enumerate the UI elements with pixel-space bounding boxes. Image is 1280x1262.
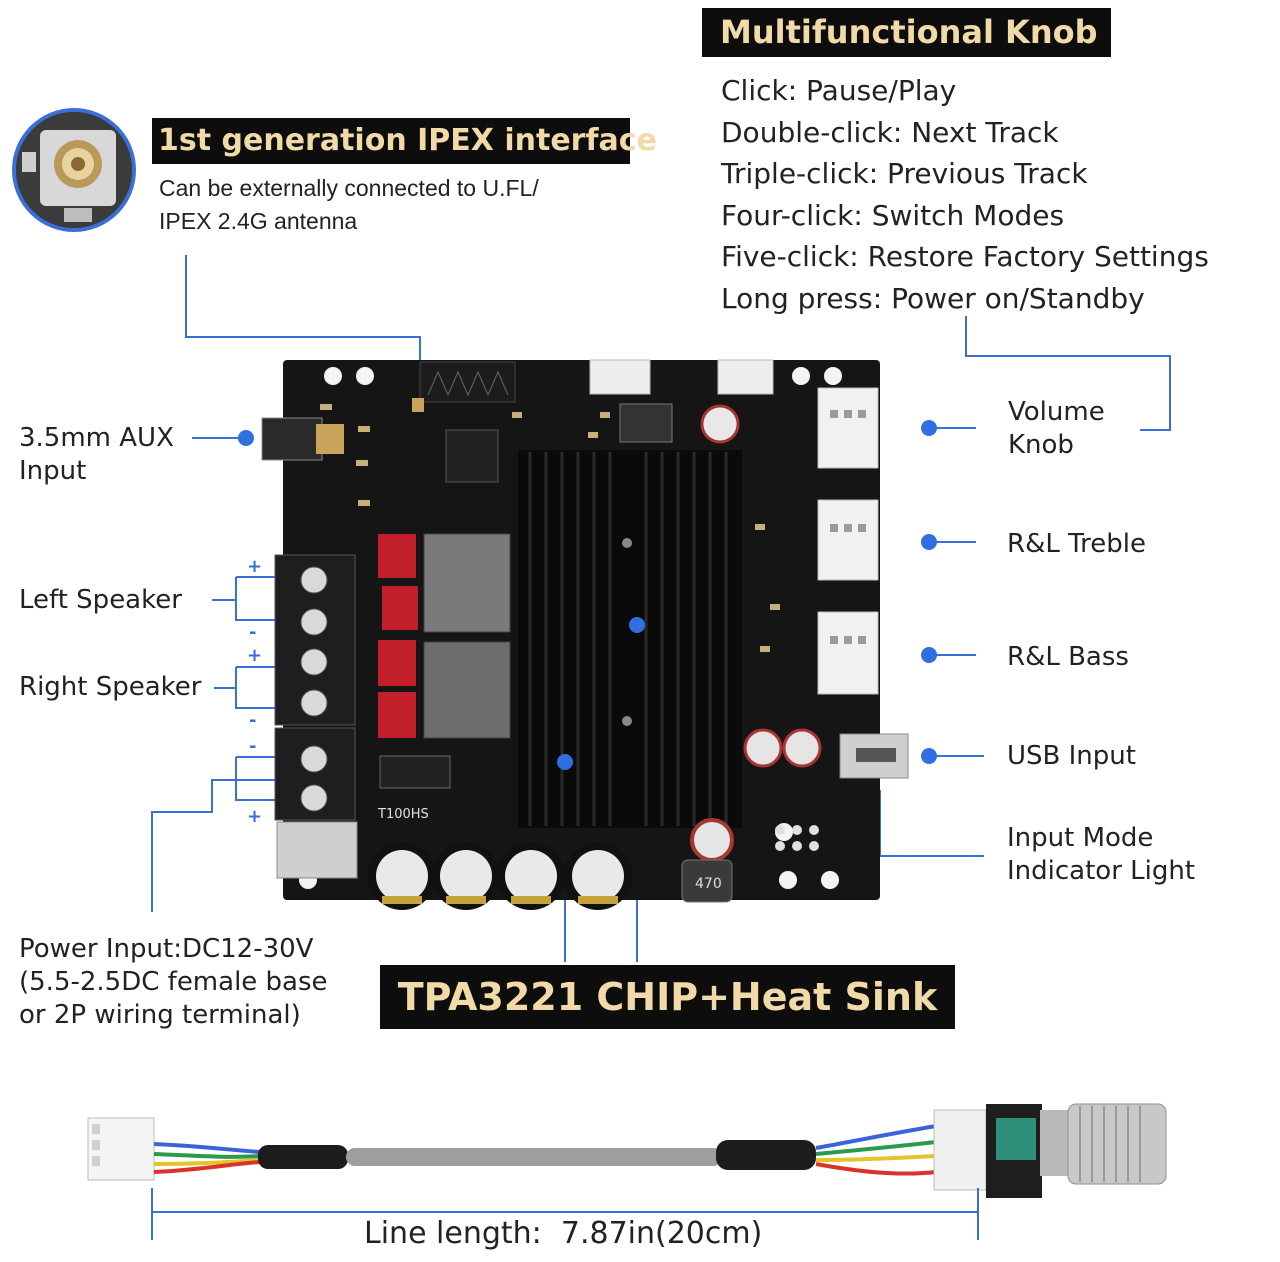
right-speaker-bracket-bottom xyxy=(235,667,275,709)
knob-connectors xyxy=(817,387,879,695)
indicator-line-2: Indicator Light xyxy=(1007,856,1196,886)
top-connector xyxy=(589,359,651,395)
shrink-tube-right xyxy=(716,1140,816,1170)
aux-jack xyxy=(261,417,323,461)
cable-connector-right xyxy=(933,1109,987,1191)
chip-banner: TPA3221 CHIP+Heat Sink xyxy=(380,965,955,1029)
knob-box-title: Multifunctional Knob xyxy=(702,8,1111,57)
bass-label: R&L Bass xyxy=(1007,642,1129,672)
knob-line: Triple-click: Previous Track xyxy=(721,157,1088,190)
bass-connector xyxy=(817,611,879,695)
knob-box-lines: Click: Pause/Play Double-click: Next Tra… xyxy=(721,70,1209,319)
power-line-3: or 2P wiring terminal) xyxy=(19,1000,301,1030)
ipex-photo xyxy=(12,108,136,232)
left-speaker-label: Left Speaker xyxy=(19,585,182,615)
volume-connector xyxy=(817,387,879,469)
fuse-label: T100HS xyxy=(377,807,429,822)
inductor-label: 470 xyxy=(695,876,722,892)
volume-line-2: Knob xyxy=(1008,430,1074,460)
knob-line: Double-click: Next Track xyxy=(721,115,1059,149)
right-speaker-label: Right Speaker xyxy=(19,672,202,702)
heat-sink-fins xyxy=(528,452,728,826)
fuse xyxy=(379,755,451,789)
knob-line: Five-click: Restore Factory Settings xyxy=(721,240,1209,273)
polarity-minus: - xyxy=(249,710,256,731)
indicator-leader xyxy=(879,790,984,857)
electrolytic-capacitors xyxy=(368,842,632,910)
output-inductor-1 xyxy=(423,533,511,633)
volume-line-1: Volume xyxy=(1008,397,1105,427)
polarity-minus: - xyxy=(249,622,256,643)
treble-label: R&L Treble xyxy=(1007,529,1146,559)
usb-input-label: USB Input xyxy=(1007,741,1136,771)
polarity-minus: - xyxy=(249,736,256,757)
terminal-screws xyxy=(300,566,328,812)
aux-line-2: Input xyxy=(19,456,87,486)
knob-line: Long press: Power on/Standby xyxy=(721,281,1145,315)
power-input-label: Power Input:DC12-30V (5.5-2.5DC female b… xyxy=(19,933,328,1032)
connector-pins xyxy=(830,410,866,644)
volume-knob-label: Volume Knob xyxy=(1008,396,1105,462)
callout-dots xyxy=(238,420,937,770)
power-inductor xyxy=(681,859,733,903)
cable-length-label: Line length: 7.87in(20cm) xyxy=(358,1214,769,1254)
bt-chip xyxy=(445,429,499,483)
left-speaker-bracket-bottom xyxy=(235,577,275,621)
cable-sheath xyxy=(346,1148,722,1166)
knob-line: Four-click: Switch Modes xyxy=(721,198,1065,232)
polarity-plus: + xyxy=(247,645,262,666)
indicator-line-1: Input Mode xyxy=(1007,823,1154,853)
dimension-line xyxy=(151,1188,979,1240)
indicator-leds xyxy=(881,780,887,806)
shrink-tube-left xyxy=(258,1145,348,1169)
capacitor-small xyxy=(690,818,734,862)
ipex-connector-icon xyxy=(16,112,132,228)
knob-shaft xyxy=(1040,1110,1070,1176)
polarity-plus: + xyxy=(247,806,262,827)
ipex-connector xyxy=(412,398,424,412)
heat-sink xyxy=(518,450,742,828)
output-inductor-2 xyxy=(423,641,511,739)
aux-line-1: 3.5mm AUX xyxy=(19,423,174,453)
power-line-2: (5.5-2.5DC female base xyxy=(19,967,328,997)
small-capacitor xyxy=(700,404,740,444)
polarity-plus: + xyxy=(247,556,262,577)
knob-line: Click: Pause/Play xyxy=(721,74,957,107)
cap-markings xyxy=(382,896,618,904)
regulator xyxy=(619,403,673,443)
bluetooth-antenna xyxy=(419,361,516,403)
ipex-desc-1: Can be externally connected to U.FL/ xyxy=(159,175,539,201)
polarity-marks: + - + - - + xyxy=(247,556,262,827)
dc-jack xyxy=(276,821,358,879)
mounting-holes xyxy=(299,367,842,889)
ipex-desc-2: IPEX 2.4G antenna xyxy=(159,208,358,234)
knob-cable xyxy=(87,1103,1167,1198)
smd-parts xyxy=(320,404,780,652)
volume-leader-top xyxy=(965,316,1171,431)
aux-input-label: 3.5mm AUX Input xyxy=(19,422,174,488)
power-line-1: Power Input:DC12-30V xyxy=(19,934,314,964)
indicator-light-label: Input Mode Indicator Light xyxy=(1007,822,1195,888)
potentiometer xyxy=(996,1118,1036,1160)
ipex-title: 1st generation IPEX interface xyxy=(152,118,657,164)
header-pads xyxy=(775,825,819,851)
film-capacitors xyxy=(378,534,418,738)
treble-connector xyxy=(817,499,879,581)
